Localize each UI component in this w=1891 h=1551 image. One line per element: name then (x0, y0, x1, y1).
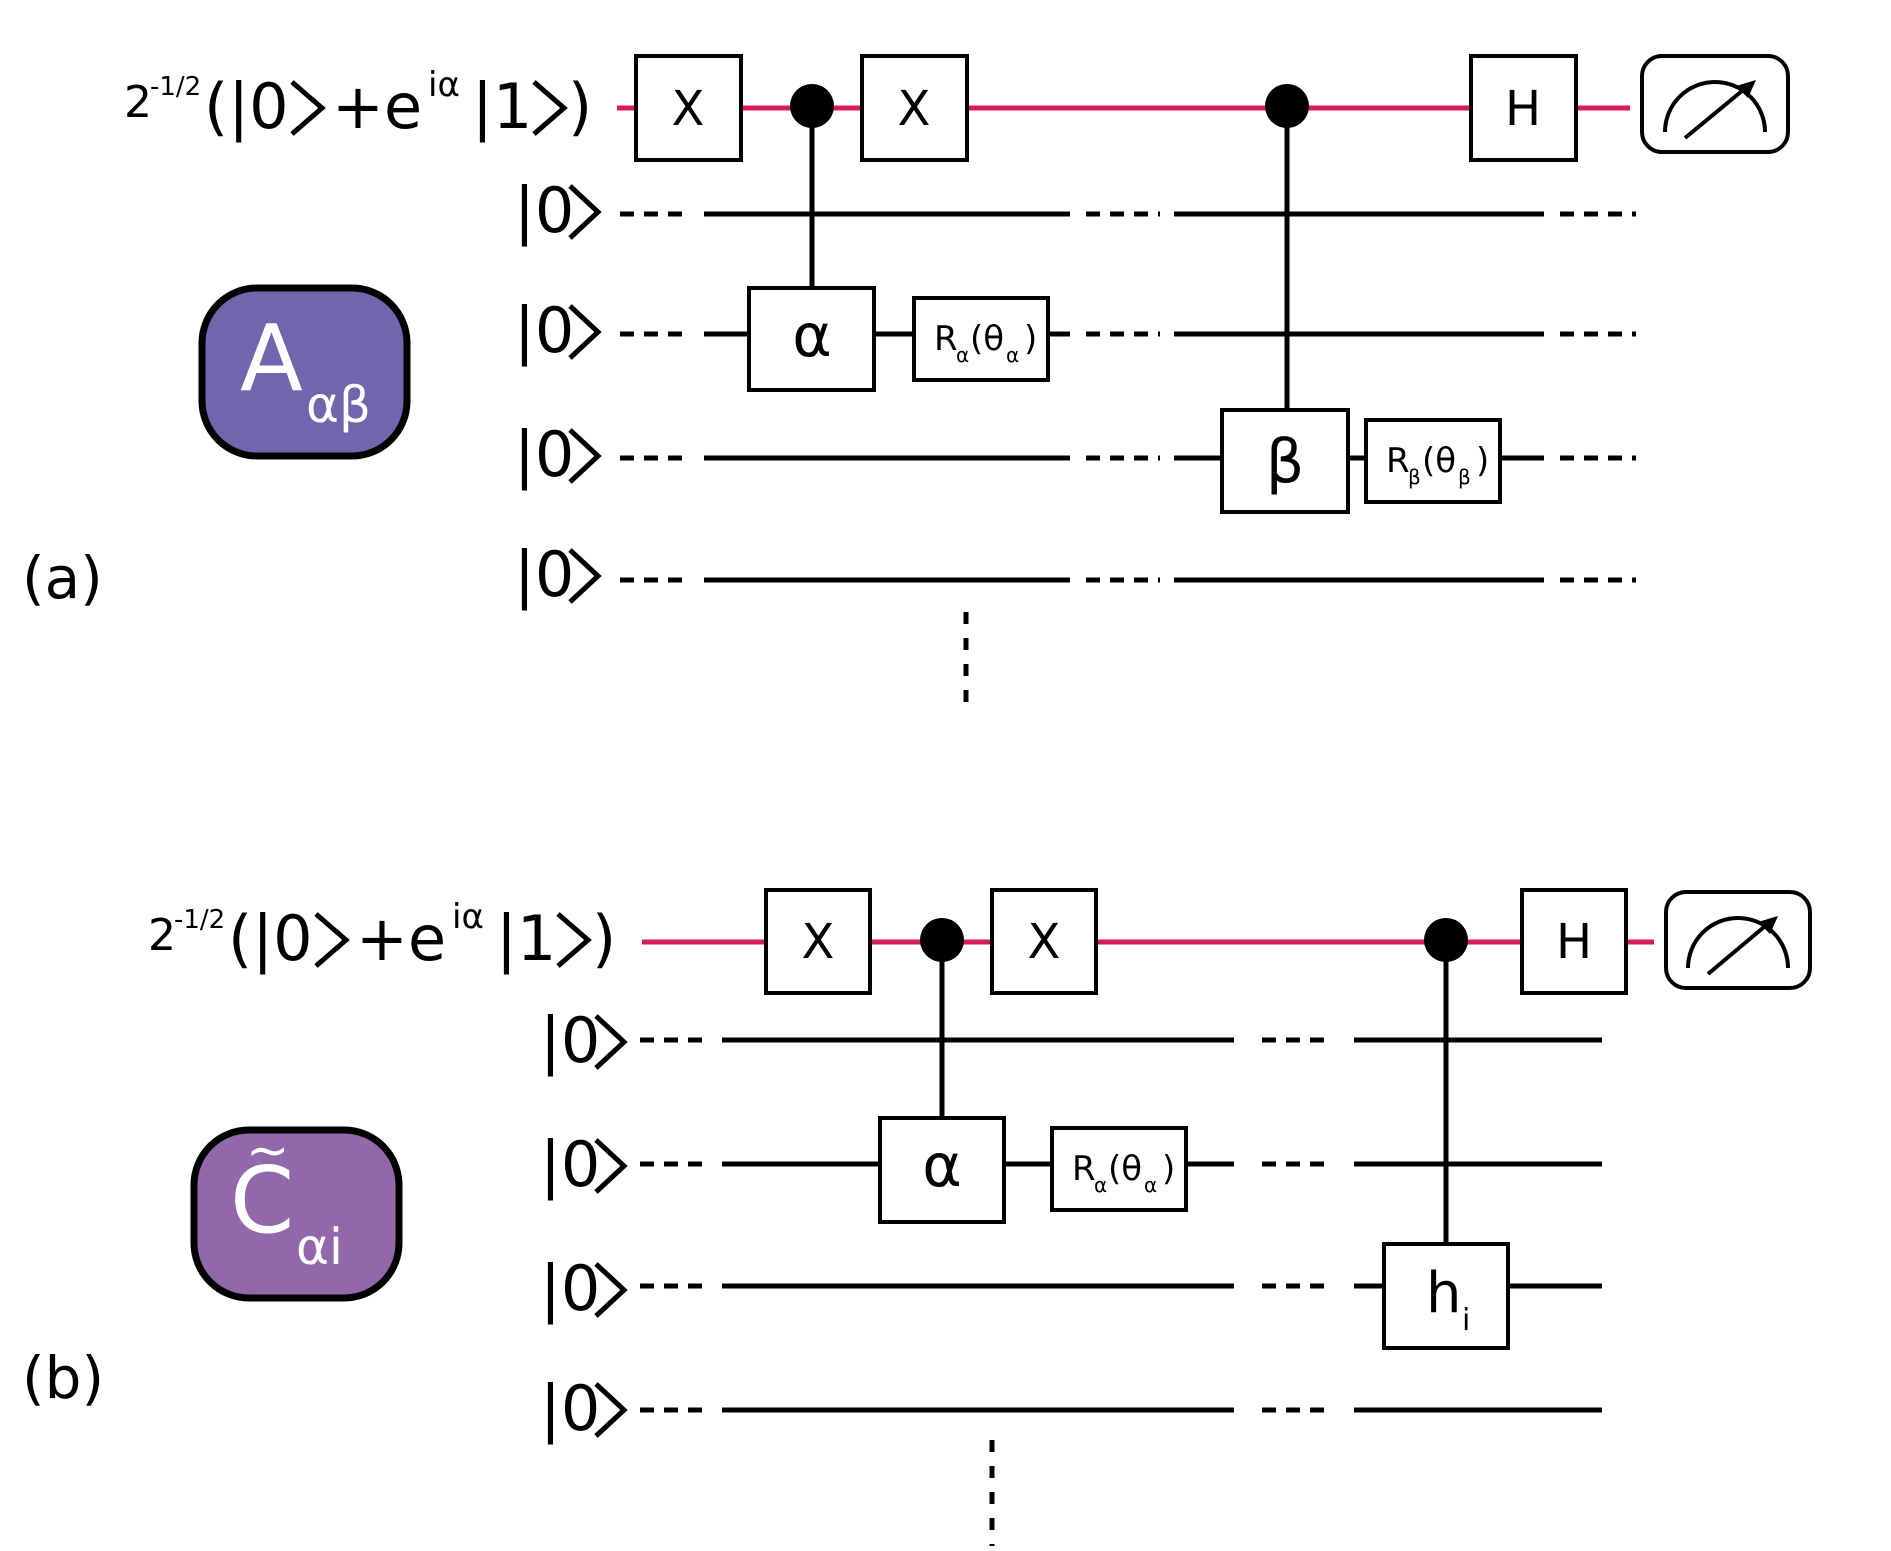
svg-text:2: 2 (124, 77, 152, 128)
panel-b: (b) C ~ αi 2 -1/2 (|0 +e iα |1 ) |0 (22, 888, 1812, 1546)
svg-text:α: α (922, 1131, 962, 1201)
control-dot-a-2 (1265, 84, 1309, 128)
svg-text:2: 2 (148, 910, 176, 961)
panel-a: (a) A αβ 2 -1/2 (|0 +e iα |1 ) |0 (22, 54, 1790, 716)
svg-text:): ) (568, 70, 592, 143)
ket-angle-icon (568, 184, 602, 240)
svg-text:H: H (1556, 914, 1592, 970)
svg-text:|0: |0 (514, 174, 574, 248)
control-dot-a-1 (790, 84, 834, 128)
svg-text:β: β (1266, 427, 1304, 497)
svg-text:(θ: (θ (1422, 441, 1456, 481)
svg-text:|1: |1 (472, 70, 532, 144)
svg-text:iα: iα (428, 65, 460, 105)
svg-text:β: β (1408, 465, 1421, 489)
qubit-row-b-4: |0 (540, 1372, 1602, 1446)
h-gate-b: H (1520, 888, 1628, 995)
svg-text:(θ: (θ (1108, 1149, 1142, 1189)
ket-angle-icon (594, 1014, 628, 1070)
alpha-gate-b: α (878, 1116, 1006, 1224)
svg-text:): ) (592, 902, 616, 975)
badge-b-sub: αi (296, 1218, 343, 1276)
svg-text:R: R (1072, 1149, 1096, 1189)
svg-text:(θ: (θ (970, 319, 1004, 359)
ket-angle-icon (556, 912, 592, 968)
svg-text:): ) (1024, 319, 1037, 359)
measurement-meter-icon (1640, 54, 1790, 154)
svg-text:α: α (1006, 343, 1019, 367)
svg-text:R: R (934, 319, 958, 359)
x-gate-a-1: X (634, 54, 743, 162)
panel-a-label: (a) (22, 544, 103, 612)
x-gate-b-1: X (764, 888, 872, 995)
ket-angle-icon (568, 548, 602, 604)
ket-angle-icon (594, 1262, 628, 1318)
svg-text:β: β (1458, 465, 1471, 489)
qubit-row-a-2: |0 (514, 294, 1636, 368)
operator-badge-b (190, 1126, 403, 1302)
svg-text:X: X (672, 81, 705, 137)
control-dot-b-2 (1424, 918, 1468, 962)
panel-b-label: (b) (22, 1344, 104, 1412)
svg-text:α: α (792, 301, 832, 371)
svg-text:R: R (1386, 441, 1410, 481)
x-gate-b-2: X (990, 888, 1098, 995)
ket-angle-icon (594, 1138, 628, 1194)
svg-text:-1/2: -1/2 (150, 72, 201, 102)
ket-angle-icon (532, 80, 568, 136)
svg-text:|0: |0 (540, 1004, 600, 1078)
alpha-gate-a: α (747, 286, 876, 392)
svg-text:iα: iα (452, 897, 484, 937)
h-gate-a: H (1469, 54, 1578, 162)
svg-text:|0: |0 (540, 1372, 600, 1446)
control-dot-b-1 (920, 918, 964, 962)
svg-text:α: α (956, 343, 969, 367)
svg-text:α: α (1144, 1173, 1157, 1197)
svg-text:): ) (1162, 1149, 1175, 1189)
initial-state-a: 2 -1/2 (|0 +e iα |1 ) (124, 65, 592, 144)
rotation-gate-b-alpha: R α (θ α ) (1050, 1126, 1188, 1212)
svg-text:-1/2: -1/2 (174, 905, 225, 935)
svg-text:(|0: (|0 (228, 902, 313, 976)
svg-text:h: h (1426, 1261, 1462, 1326)
svg-text:(|0: (|0 (204, 70, 289, 144)
beta-gate-a: β (1220, 408, 1350, 514)
qubit-row-b-1: |0 (540, 1004, 1602, 1078)
qubit-row-a-4: |0 (514, 538, 1636, 612)
svg-text:+e: +e (356, 902, 446, 975)
badge-a-sub: αβ (306, 376, 371, 434)
badge-a-main: A (240, 305, 303, 412)
initial-state-b: 2 -1/2 (|0 +e iα |1 ) (148, 897, 616, 976)
svg-text:X: X (898, 81, 931, 137)
rotation-gate-a-beta: R β (θ β ) (1364, 418, 1502, 504)
ket-angle-icon (568, 428, 602, 484)
ket-angle-icon (290, 80, 326, 136)
badge-b-tilde: ~ (246, 1121, 290, 1181)
x-gate-a-2: X (860, 54, 969, 162)
svg-text:X: X (1028, 914, 1061, 970)
svg-text:|1: |1 (496, 902, 556, 976)
ket-angle-icon (594, 1382, 628, 1438)
measurement-meter-icon (1664, 890, 1812, 990)
svg-text:): ) (1476, 441, 1489, 481)
h-i-gate-b: h i (1382, 1242, 1510, 1350)
svg-text:α: α (1094, 1173, 1107, 1197)
svg-text:|0: |0 (540, 1128, 600, 1202)
svg-text:|0: |0 (514, 294, 574, 368)
svg-text:X: X (802, 914, 835, 970)
ket-angle-icon (568, 304, 602, 360)
svg-text:|0: |0 (514, 418, 574, 492)
svg-text:|0: |0 (540, 1252, 600, 1326)
qubit-row-a-1: |0 (514, 174, 1636, 248)
svg-text:|0: |0 (514, 538, 574, 612)
operator-badge-a (198, 284, 411, 460)
ket-angle-icon (314, 912, 350, 968)
svg-text:+e: +e (332, 70, 422, 143)
badge-b-main: C (230, 1147, 294, 1254)
rotation-gate-a-alpha: R α (θ α ) (912, 296, 1050, 382)
svg-text:i: i (1462, 1303, 1470, 1338)
svg-text:H: H (1505, 81, 1541, 137)
